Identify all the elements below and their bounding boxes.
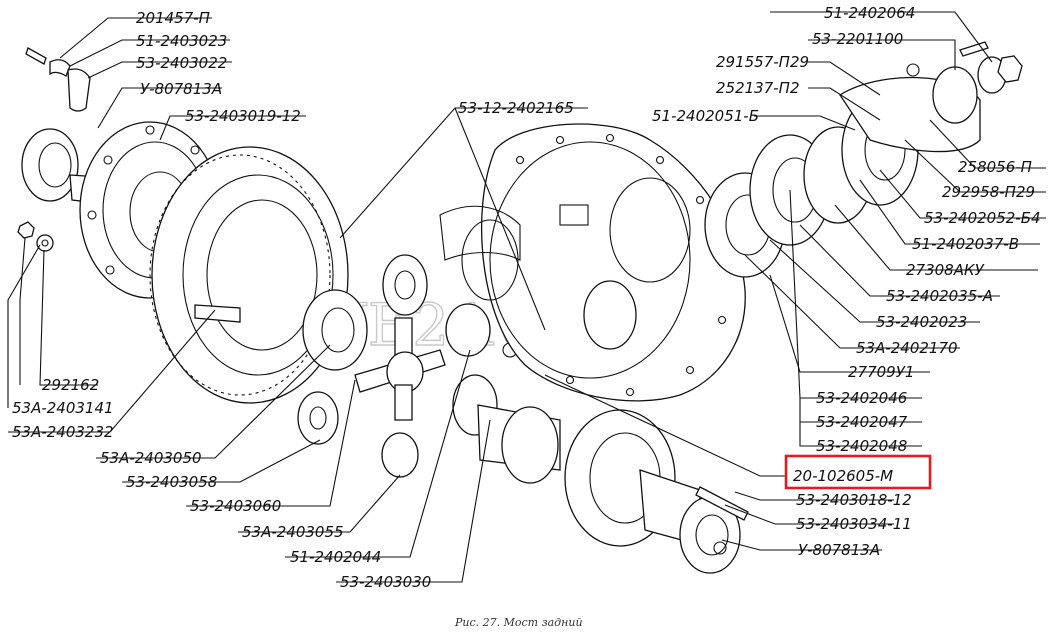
label-53-2402047: 53-2402047 bbox=[816, 413, 908, 431]
label-20-102605-m: 20-102605-М bbox=[793, 467, 893, 485]
label-53-2402035-a: 53-2402035-А bbox=[886, 287, 993, 305]
label-53a-2403050: 53А-2403050 bbox=[100, 449, 202, 467]
final-drive-housing-drawing bbox=[439, 123, 746, 402]
label-53-2402052-b4: 53-2402052-Б4 bbox=[924, 209, 1041, 227]
label-27709u1: 27709У1 bbox=[848, 363, 914, 381]
label-292162: 292162 bbox=[42, 376, 99, 394]
part-labels: 201457-П 51-2403023 53-2403022 У-807813А… bbox=[12, 4, 1041, 591]
leader-lines bbox=[7, 11, 1046, 583]
label-51-2402037-v: 51-2402037-В bbox=[912, 235, 1019, 253]
label-53-2403018-12: 53-2403018-12 bbox=[796, 491, 912, 509]
label-u-807813a-top: У-807813А bbox=[140, 80, 222, 98]
label-291557-p29: 291557-П29 bbox=[716, 53, 809, 71]
label-51-2402064: 51-2402064 bbox=[824, 4, 915, 22]
label-53-2403022: 53-2403022 bbox=[136, 54, 227, 72]
axle-flange-drawing bbox=[452, 374, 749, 574]
label-53-2403019-12: 53-2403019-12 bbox=[185, 107, 301, 125]
figure-caption: Рис. 27. Мост задний bbox=[454, 616, 583, 629]
label-27308aku: 27308АКУ bbox=[906, 261, 985, 279]
label-53-2403058: 53-2403058 bbox=[126, 473, 217, 491]
label-53-2403034-11: 53-2403034-11 bbox=[796, 515, 912, 533]
label-53-2402023: 53-2402023 bbox=[876, 313, 967, 331]
label-53-12-2402165: 53-12-2402165 bbox=[458, 99, 574, 117]
label-53-2201100: 53-2201100 bbox=[812, 30, 903, 48]
label-51-2403023: 51-2403023 bbox=[136, 32, 227, 50]
label-53a-2403141: 53А-2403141 bbox=[12, 399, 114, 417]
label-53a-2403232: 53А-2403232 bbox=[12, 423, 114, 441]
label-53-2402048: 53-2402048 bbox=[816, 437, 907, 455]
label-292958-p29: 292958-П29 bbox=[942, 183, 1035, 201]
ring-gear-drawing bbox=[149, 146, 349, 404]
label-53a-2402170: 53А-2402170 bbox=[856, 339, 958, 357]
label-252137-p2: 252137-П2 bbox=[716, 79, 800, 97]
label-53-2403030: 53-2403030 bbox=[340, 573, 431, 591]
label-53-2403060: 53-2403060 bbox=[190, 497, 281, 515]
label-258056-p: 258056-П bbox=[958, 158, 1032, 176]
label-u-807813a-bottom: У-807813А bbox=[798, 541, 880, 559]
label-53a-2403055: 53А-2403055 bbox=[242, 523, 344, 541]
label-51-2402044: 51-2402044 bbox=[290, 548, 381, 566]
label-201457-p: 201457-П bbox=[136, 9, 210, 27]
highlight-box bbox=[784, 454, 932, 490]
label-51-2402051-b: 51-2402051-Б bbox=[652, 107, 759, 125]
label-53-2402046: 53-2402046 bbox=[816, 389, 907, 407]
